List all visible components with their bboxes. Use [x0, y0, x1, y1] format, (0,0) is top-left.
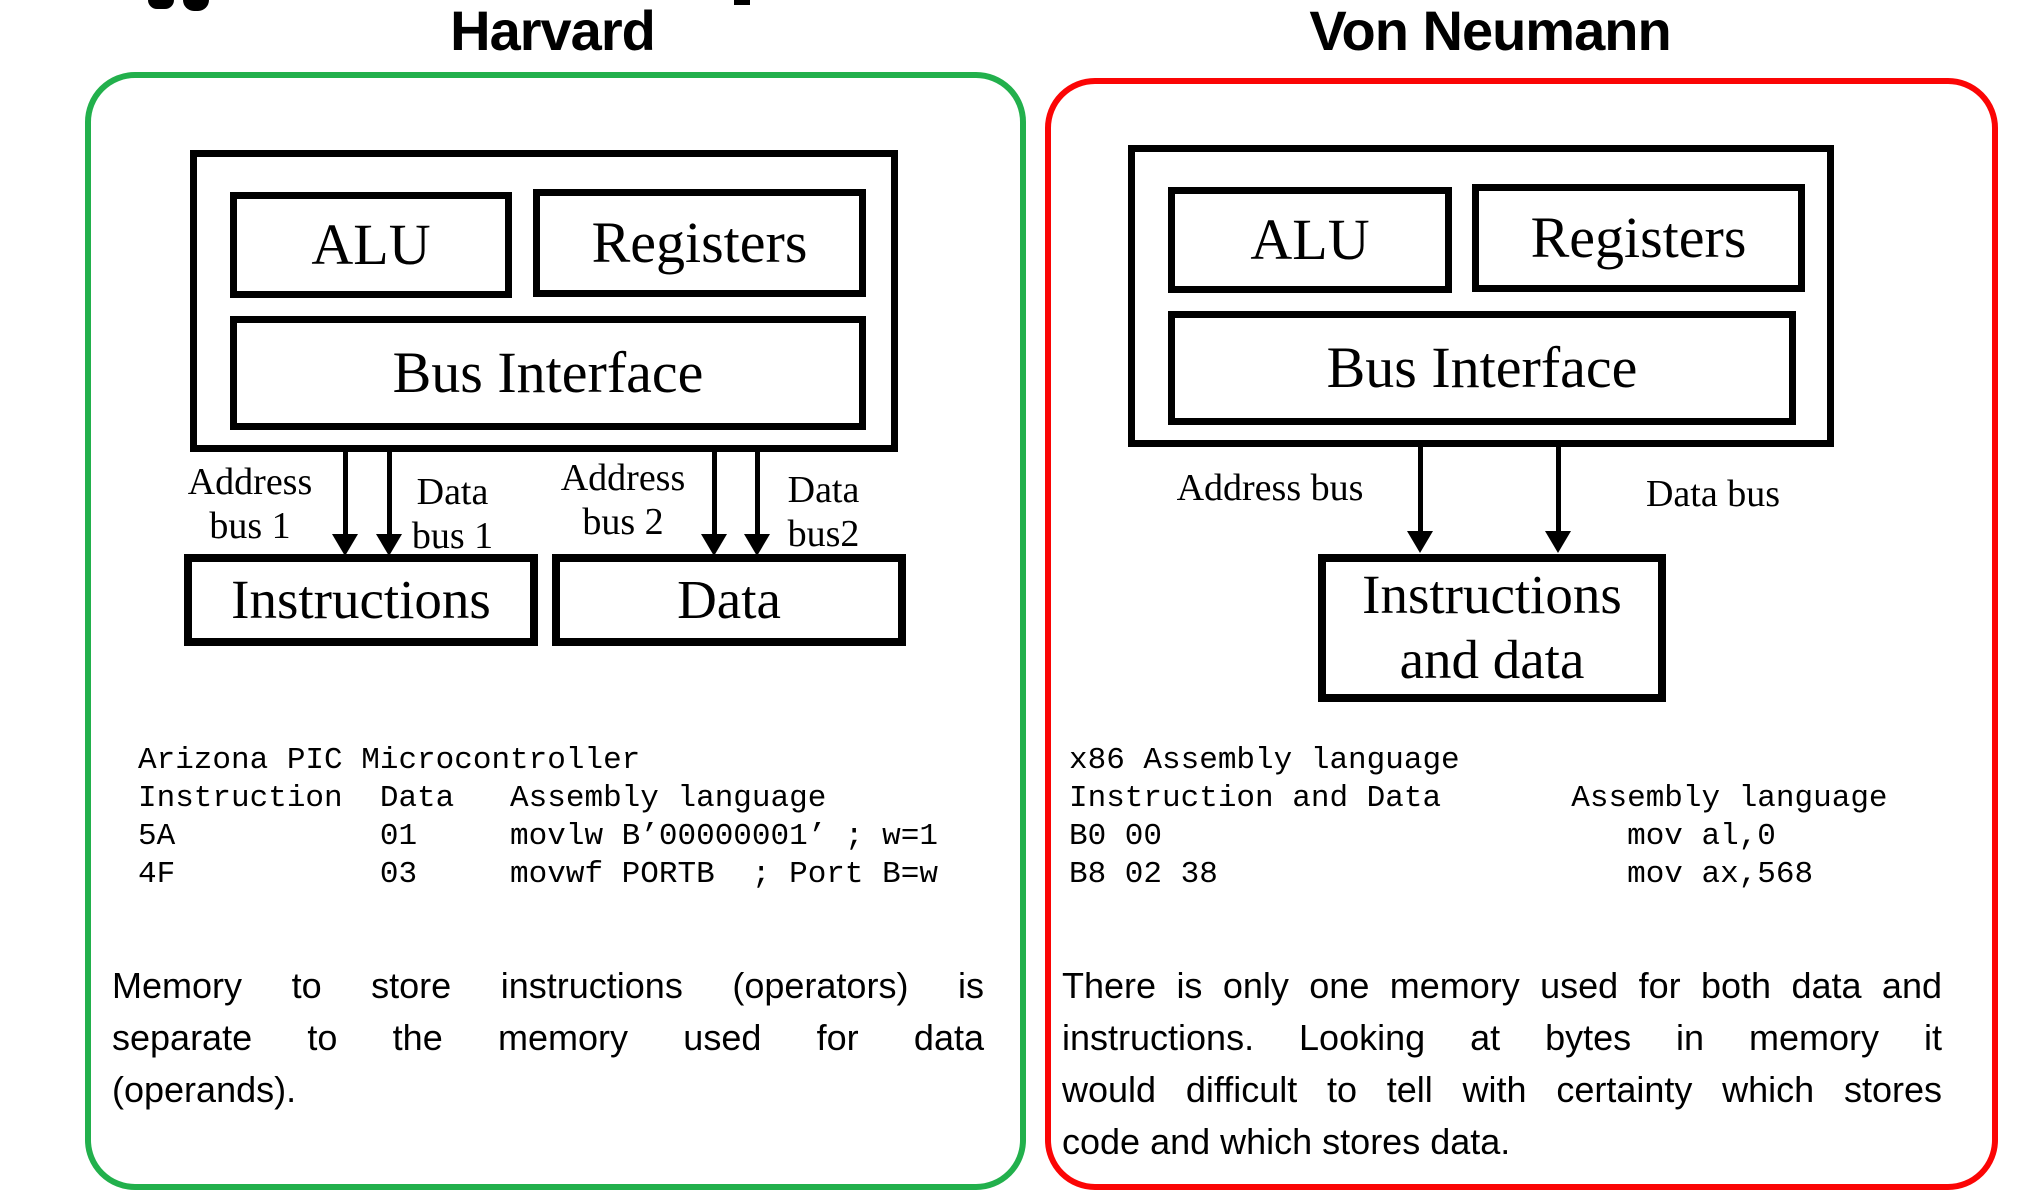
von-neumann-data-bus-label: Data bus	[1645, 473, 1781, 515]
harvard-data-bus2-arrow-icon	[744, 452, 770, 556]
arrow-shaft	[754, 452, 760, 534]
harvard-alu-box: ALU	[230, 192, 512, 298]
von-neumann-registers-box: Registers	[1472, 184, 1805, 292]
arrow-shaft	[342, 452, 348, 534]
arrow-head	[1545, 531, 1571, 553]
arrow-head	[332, 534, 358, 556]
harvard-instructions-label: Instructions	[231, 568, 491, 630]
arrow-shaft	[1417, 447, 1423, 531]
arrow-head	[744, 534, 770, 556]
arrow-shaft	[386, 452, 392, 534]
von-neumann-title: Von Neumann	[1309, 0, 1671, 62]
von-neumann-description: There is only one memory used for both d…	[1062, 960, 1942, 1168]
von-neumann-data-bus-arrow-icon	[1545, 447, 1571, 553]
von-neumann-memory-label: Instructions and data	[1362, 564, 1622, 690]
paragraph-line: (operands).	[112, 1069, 297, 1110]
cropped-text-artifact	[183, 0, 209, 11]
cropped-text-artifact	[148, 0, 174, 9]
harvard-address-bus1-arrow-icon	[332, 452, 358, 556]
von-neumann-address-bus-arrow-icon	[1407, 447, 1433, 553]
harvard-alu-label: ALU	[311, 212, 431, 277]
von-neumann-bus-interface-box: Bus Interface	[1168, 311, 1796, 425]
von-neumann-address-bus-label: Address bus	[1176, 467, 1364, 509]
paragraph-line: Memory to store instructions (operators)…	[112, 965, 984, 1006]
harvard-data-label: Data	[677, 568, 781, 630]
von-neumann-registers-label: Registers	[1530, 205, 1747, 270]
harvard-bus-interface-label: Bus Interface	[392, 340, 704, 405]
von-neumann-memory-box: Instructions and data	[1318, 554, 1666, 702]
von-neumann-alu-box: ALU	[1168, 187, 1452, 293]
cropped-text-artifact	[734, 0, 750, 5]
harvard-address-bus2-arrow-icon	[701, 452, 727, 556]
harvard-code-sample: Arizona PIC Microcontroller Instruction …	[138, 743, 938, 892]
paragraph-line: There is only one memory used for both d…	[1062, 965, 1942, 1006]
harvard-data-memory-box: Data	[552, 554, 906, 646]
harvard-bus-interface-box: Bus Interface	[230, 316, 866, 430]
von-neumann-bus-interface-label: Bus Interface	[1326, 335, 1638, 400]
harvard-registers-label: Registers	[591, 210, 808, 275]
paragraph-line: code and which stores data.	[1062, 1121, 1511, 1162]
paragraph-line: separate to the memory used for data	[112, 1017, 984, 1058]
harvard-description: Memory to store instructions (operators)…	[112, 960, 984, 1116]
paragraph-line: instructions. Looking at bytes in memory…	[1062, 1017, 1942, 1058]
arrow-head	[376, 534, 402, 556]
arrow-shaft	[711, 452, 717, 534]
harvard-data-bus1-arrow-icon	[376, 452, 402, 556]
harvard-instructions-memory-box: Instructions	[184, 554, 538, 646]
arrow-head	[1407, 531, 1433, 553]
arrow-shaft	[1555, 447, 1561, 531]
harvard-title: Harvard	[450, 0, 656, 62]
von-neumann-code-sample: x86 Assembly language Instruction and Da…	[1069, 743, 1888, 892]
harvard-registers-box: Registers	[533, 189, 866, 297]
von-neumann-alu-label: ALU	[1250, 207, 1370, 272]
paragraph-line: would difficult to tell with certainty w…	[1062, 1069, 1942, 1110]
arrow-head	[701, 534, 727, 556]
